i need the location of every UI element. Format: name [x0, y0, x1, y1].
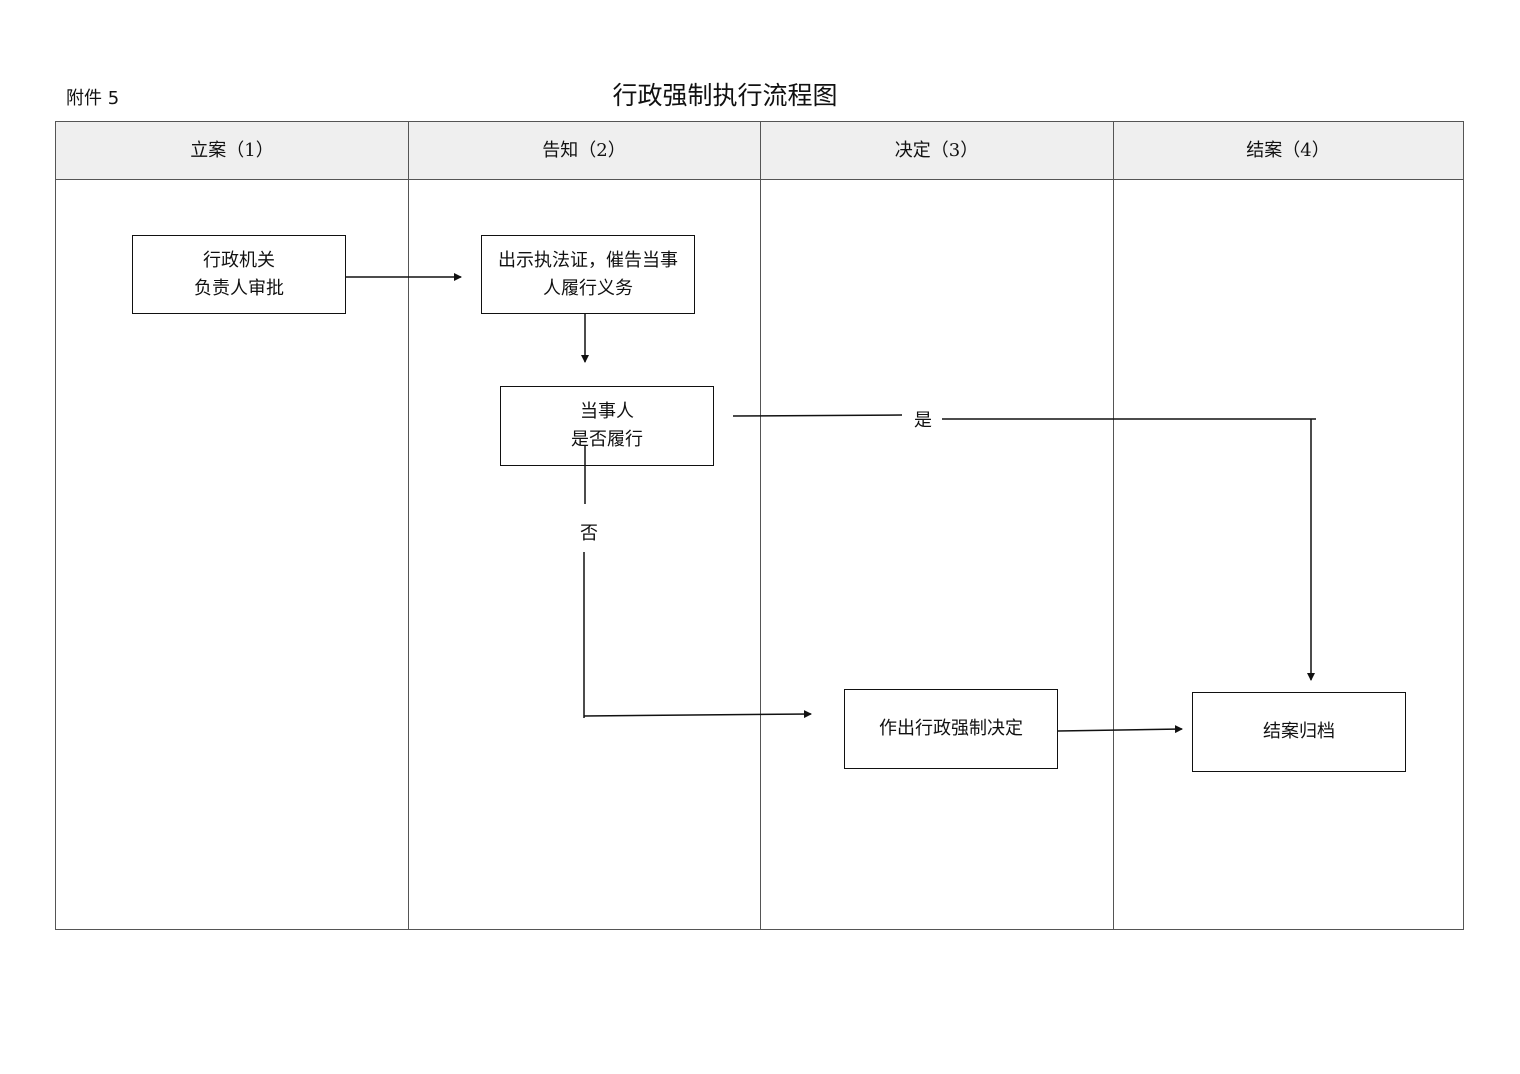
lane-header-filing: 立案（1）	[56, 122, 408, 180]
node-approval-line1: 行政机关	[203, 249, 275, 271]
edge-label-yes: 是	[910, 406, 936, 432]
node-approval-line2: 负责人审批	[194, 277, 284, 299]
swimlane-table: 立案（1） 告知（2） 决定（3） 结案（4）	[55, 121, 1464, 930]
node-decision-check: 当事人是否履行	[500, 386, 714, 466]
lane-header-notice: 告知（2）	[408, 122, 760, 180]
line-check-yes-a	[732, 414, 903, 417]
lane-divider	[408, 122, 409, 929]
edge-label-no: 否	[576, 519, 602, 545]
node-archive-line1: 结案归档	[1263, 721, 1335, 742]
lane-divider	[1113, 122, 1114, 929]
diagram-title: 行政强制执行流程图	[612, 81, 838, 110]
arrow-decision-to-archive	[1057, 725, 1183, 734]
arrow-no-to-decision	[583, 710, 812, 719]
node-check-line2: 是否履行	[571, 429, 643, 450]
annex-label: 附件 5	[66, 88, 120, 109]
node-approval: 行政机关负责人审批	[132, 235, 346, 314]
node-enforcement-decision: 作出行政强制决定	[844, 689, 1058, 769]
node-archive: 结案归档	[1192, 692, 1406, 772]
node-notice-line2: 人履行义务	[543, 277, 633, 299]
lane-header-decision: 决定（3）	[760, 122, 1113, 180]
node-enforcement-line1: 作出行政强制决定	[879, 718, 1023, 739]
node-check-line1: 当事人	[580, 401, 634, 422]
node-notice-line1: 出示执法证，催告当事	[498, 249, 678, 271]
lane-header-closing: 结案（4）	[1113, 122, 1463, 180]
node-notice: 出示执法证，催告当事人履行义务	[481, 235, 695, 314]
lane-divider	[760, 122, 761, 929]
